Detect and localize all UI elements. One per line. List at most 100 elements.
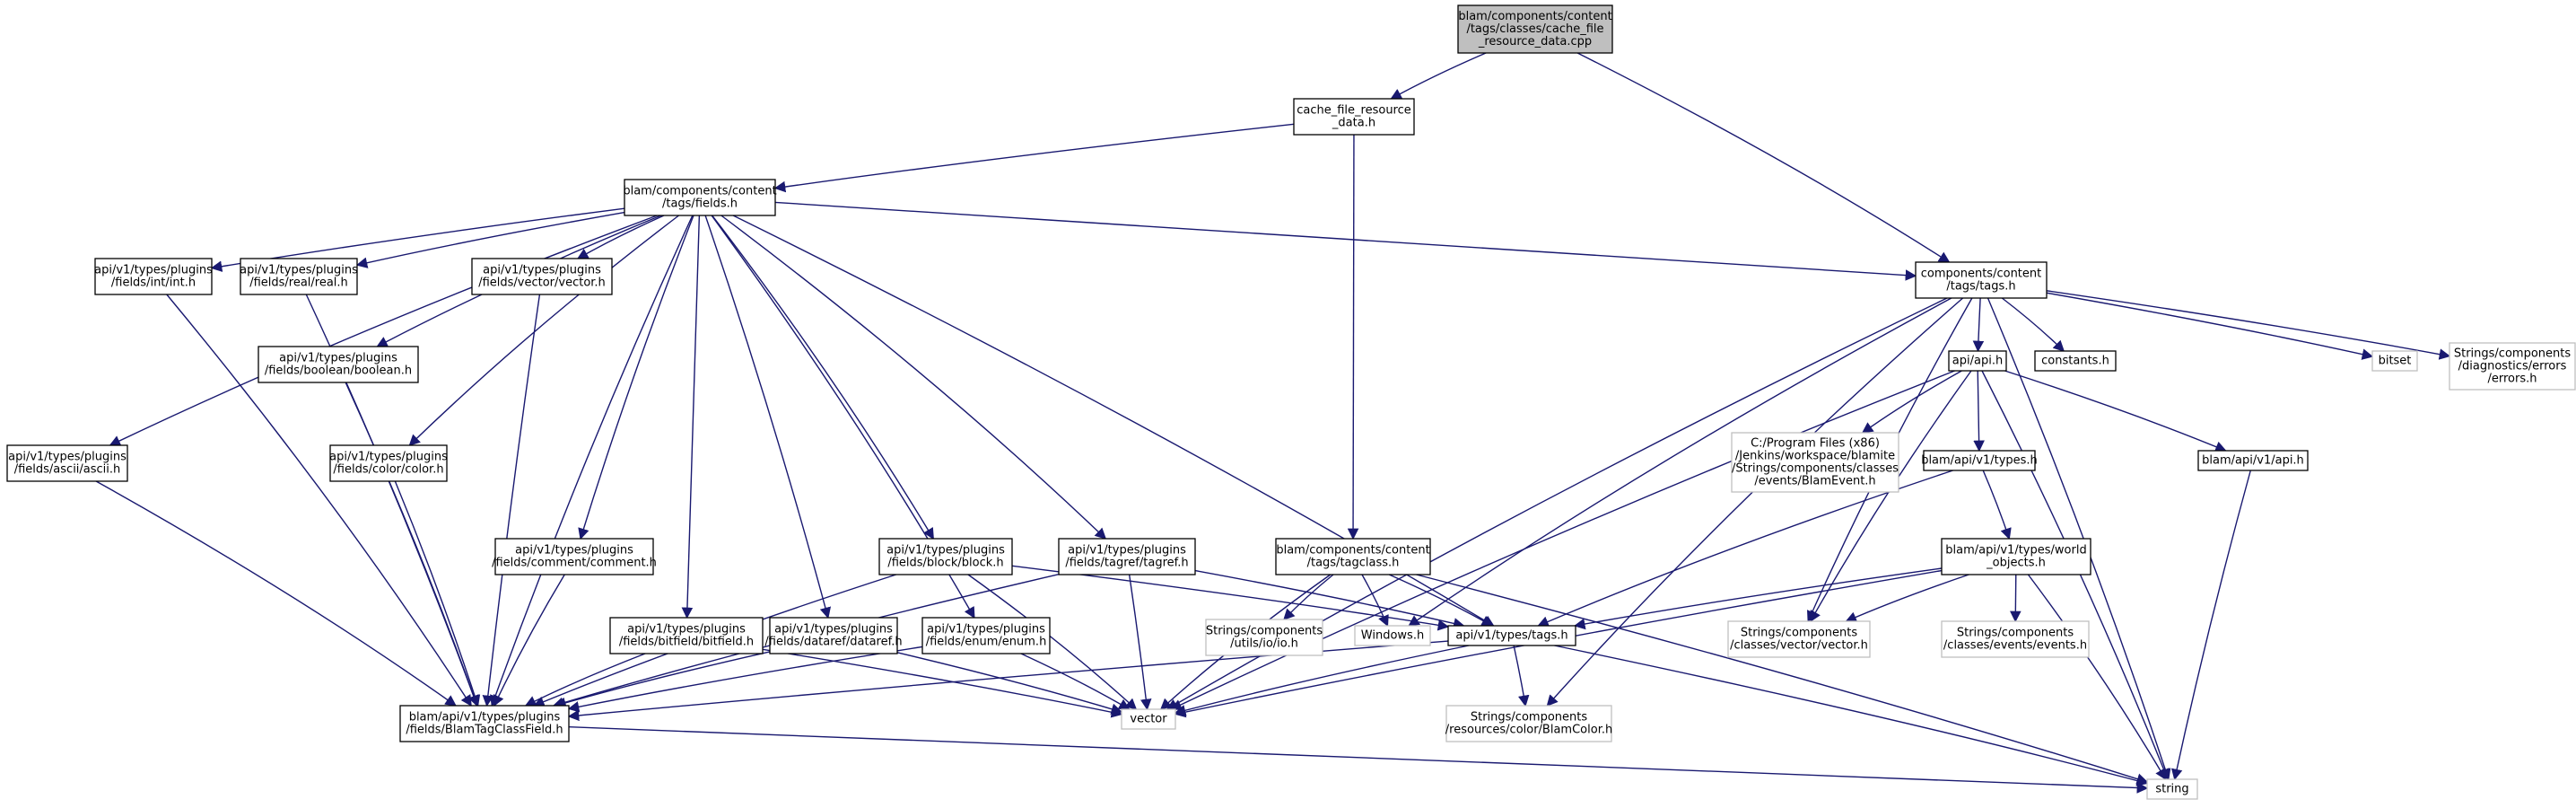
node-label-root-line-2: _resource_data.cpp [1478,35,1592,48]
node-cfr[interactable]: cache_file_resource_data.h [1293,98,1415,136]
edge-fields-to-commenth [578,215,694,540]
edge-tagclassh-to-v1tags [1388,574,1493,627]
node-blockh[interactable]: api/v1/types/plugins/fields/block/block.… [878,538,1013,575]
node-box-tagrefh [1058,538,1196,575]
node-label-boolh-line-0: api/v1/types/plugins [279,352,397,365]
node-enumh[interactable]: api/v1/types/plugins/fields/enum/enum.h [921,617,1051,654]
edge-tags-to-windows [1408,297,1952,627]
edge-fields-to-blockh [712,215,934,540]
node-realh[interactable]: api/v1/types/plugins/fields/real/real.h [240,258,358,295]
node-vector[interactable]: vector [1121,708,1176,730]
edge-tagrefh-to-vector [1128,574,1152,711]
node-label-blamevent-line-3: /events/BlamEvent.h [1754,475,1875,488]
node-apih[interactable]: api/api.h [1948,350,2007,372]
node-inth[interactable]: api/v1/types/plugins/fields/int/int.h [94,258,213,295]
node-label-asciih-line-1: /fields/ascii/ascii.h [14,463,121,477]
node-fields[interactable]: blam/components/content/tags/fields.h [623,179,777,216]
edge-apih-to-typesh [1973,370,1985,452]
node-eventsh[interactable]: Strings/components/classes/events/events… [1941,620,2090,658]
edge-worldobj-to-vectorvec [1845,574,1969,623]
node-label-enumh-line-1: /fields/enum/enum.h [926,636,1047,649]
node-label-tagrefh-line-0: api/v1/types/plugins [1068,544,1186,558]
node-label-inth-line-0: api/v1/types/plugins [94,264,213,277]
node-v1tags[interactable]: api/v1/types/tags.h [1447,625,1576,646]
node-apiv1h[interactable]: blam/api/v1/api.h [2197,450,2309,471]
node-vectorvec[interactable]: Strings/components/classes/vector/vector… [1727,620,1871,658]
node-constants[interactable]: constants.h [2034,350,2117,372]
node-box-bitfieldh [609,617,764,654]
node-label-ioh-line-1: /utils/io/io.h [1230,637,1298,651]
node-box-vectorvec [1727,620,1871,658]
edge-tags-to-constants [2001,297,2065,352]
node-box-enumh [921,617,1051,654]
node-tags[interactable]: components/content/tags/tags.h [1915,261,2048,299]
node-label-bitfieldh-line-0: api/v1/types/plugins [627,623,746,637]
edge-tags-to-errors [2046,290,2451,360]
node-box-worldobj [1941,538,2091,575]
edges-layer [95,52,2451,794]
node-label-bitset-line-0: bitset [2379,355,2412,368]
node-label-worldobj-line-1: _objects.h [1986,557,2046,570]
node-worldobj[interactable]: blam/api/v1/types/world_objects.h [1941,538,2091,575]
node-box-datarefh [769,617,898,654]
node-boolh[interactable]: api/v1/types/plugins/fields/boolean/bool… [258,346,419,383]
node-stringn[interactable]: string [2146,778,2198,800]
node-label-cfr-line-0: cache_file_resource [1297,104,1411,118]
node-box-root [1457,4,1613,54]
node-label-blamcolor-line-0: Strings/components [1471,711,1587,725]
node-label-errors-line-2: /errors.h [2488,373,2537,386]
edge-apiv1h-to-stringn [2170,470,2251,781]
node-label-tags-line-0: components/content [1921,268,2041,281]
node-label-fields-line-1: /tags/fields.h [662,198,738,211]
node-tagrefh[interactable]: api/v1/types/plugins/fields/tagref/tagre… [1058,538,1196,575]
node-label-fields-line-0: blam/components/content [623,185,776,198]
edge-v1tags-to-blamcolor [1513,645,1530,707]
node-bitfieldh[interactable]: api/v1/types/plugins/fields/bitfield/bit… [609,617,764,654]
edge-fields-to-datarefh [704,215,832,619]
edge-apih-to-vector [1170,370,1955,710]
edge-inth-to-btcf [166,294,472,707]
node-box-vector [1121,708,1176,730]
node-label-typesh-line-0: blam/api/v1/types.h [1921,454,2038,468]
node-label-commenth-line-0: api/v1/types/plugins [515,544,633,558]
node-box-constants [2034,350,2117,372]
edge-fields-to-asciih [109,215,658,446]
node-ioh[interactable]: Strings/components/utils/io/io.h [1205,619,1323,656]
node-label-stringn-line-0: string [2155,783,2188,796]
node-label-eventsh-line-1: /classes/events/events.h [1943,639,2087,653]
node-box-fields [624,179,776,216]
node-root[interactable]: blam/components/content/tags/classes/cac… [1457,4,1613,54]
edge-tags-to-blamcolor [1546,297,1964,707]
edge-fields-to-tagrefh [720,215,1107,540]
node-label-bitfieldh-line-1: /fields/bitfield/bitfield.h [619,636,754,649]
node-commenth[interactable]: api/v1/types/plugins/fields/comment/comm… [492,538,657,575]
node-btcf[interactable]: blam/api/v1/types/plugins/fields/BlamTag… [399,705,570,742]
node-errors[interactable]: Strings/components/diagnostics/errors/er… [2449,342,2576,391]
node-label-vectorh-line-1: /fields/vector/vector.h [478,277,606,290]
node-label-constants-line-0: constants.h [2041,355,2109,368]
node-typesh[interactable]: blam/api/v1/types.h [1921,450,2038,471]
node-label-vectorvec-line-0: Strings/components [1741,627,1857,640]
edge-datarefh-to-btcf [554,651,771,708]
node-asciih[interactable]: api/v1/types/plugins/fields/ascii/ascii.… [6,444,128,482]
node-label-worldobj-line-0: blam/api/v1/types/world [1945,544,2086,558]
node-tagclassh[interactable]: blam/components/content/tags/tagclass.h [1275,538,1431,575]
edge-enumh-to-vector [1020,653,1131,710]
node-label-asciih-line-0: api/v1/types/plugins [8,451,127,464]
node-box-colorh [329,444,448,482]
node-colorh[interactable]: api/v1/types/plugins/fields/color/color.… [329,444,448,482]
edge-tags-to-apih [1972,297,1985,353]
edge-bitfieldh-to-btcf [524,653,646,707]
node-label-v1tags-line-0: api/v1/types/tags.h [1455,629,1567,643]
node-windows[interactable]: Windows.h [1354,625,1431,646]
node-vectorh[interactable]: api/v1/types/plugins/fields/vector/vecto… [471,258,613,295]
node-blamevent[interactable]: C:/Program Files (x86)/Jenkins/workspace… [1731,432,1899,493]
node-bitset[interactable]: bitset [2371,350,2418,372]
node-box-tags [1915,261,2048,299]
node-box-apih [1948,350,2007,372]
node-blamcolor[interactable]: Strings/components/resources/color/BlamC… [1445,705,1612,742]
node-label-blockh-line-0: api/v1/types/plugins [886,544,1005,558]
node-datarefh[interactable]: api/v1/types/plugins/fields/dataref/data… [764,617,903,654]
node-box-eventsh [1941,620,2090,658]
